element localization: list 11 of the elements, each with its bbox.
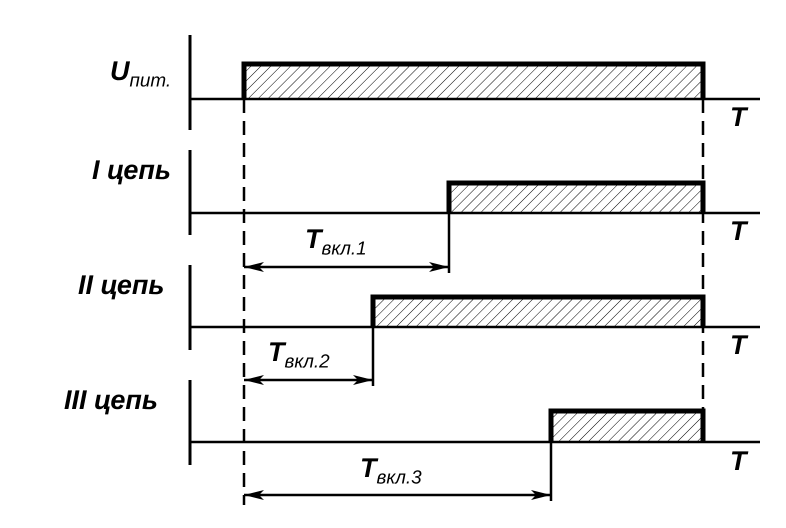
axis-label: T bbox=[730, 218, 746, 245]
axis-label: T bbox=[730, 448, 746, 475]
signal-label: II цепь bbox=[78, 272, 164, 299]
axis-label: T bbox=[730, 104, 746, 131]
signal-label: U$_{пит.}$ bbox=[110, 58, 172, 92]
signal-label: I цепь bbox=[92, 157, 171, 184]
signal-label: III цепь bbox=[64, 387, 158, 414]
interval-label: T$_{вкл.2}$ bbox=[268, 339, 330, 373]
interval-label: T$_{вкл.1}$ bbox=[305, 226, 367, 260]
interval-label: T$_{вкл.3}$ bbox=[360, 455, 422, 489]
axis-label: T bbox=[730, 332, 746, 359]
